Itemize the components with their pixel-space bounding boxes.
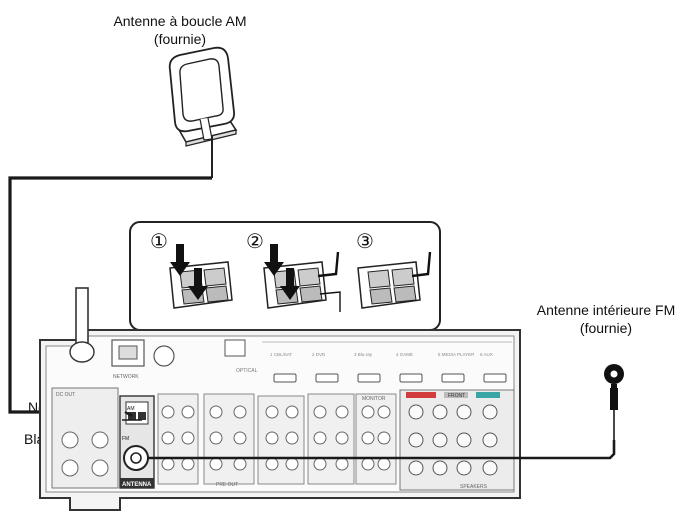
speaker-terminal xyxy=(456,460,472,476)
rca-jack xyxy=(285,457,299,471)
antenna-block-label: ANTENNA xyxy=(122,482,152,488)
rca-jack xyxy=(313,431,327,445)
hdmi-input-label: 4 GAME xyxy=(396,352,413,357)
hdmi-port xyxy=(483,373,507,383)
rca-jack xyxy=(265,431,279,445)
am-terminal-label: AM xyxy=(127,406,135,412)
rca-jack xyxy=(377,405,391,419)
hdmi-port xyxy=(399,373,423,383)
speaker-terminal xyxy=(482,404,498,420)
hdmi-input-label: 2 DVD xyxy=(312,352,326,357)
rca-jack xyxy=(209,431,223,445)
rca-jack xyxy=(233,405,247,419)
speaker-terminal xyxy=(408,460,424,476)
rca-jack xyxy=(285,431,299,445)
rca-jack xyxy=(209,405,223,419)
hdmi-port xyxy=(273,373,297,383)
speaker-terminal xyxy=(482,432,498,448)
hdmi-input-label: 5 MEDIA PLAYER xyxy=(438,352,475,357)
am-antenna-title: Antenne à boucle AM xyxy=(113,13,247,29)
step-3-terminal-illustration xyxy=(357,251,432,309)
speakers-label: SPEAKERS xyxy=(460,484,488,490)
rca-jack xyxy=(233,457,247,471)
hdmi-input-label: 1 CBL/SAT xyxy=(270,352,292,357)
rca-jack xyxy=(335,457,349,471)
step-2-number: ② xyxy=(246,231,264,253)
optical-label: OPTICAL xyxy=(236,368,258,374)
rca-jack xyxy=(265,457,279,471)
step-2-terminal-illustration xyxy=(263,244,341,312)
rca-jack xyxy=(313,457,327,471)
rca-jack xyxy=(377,431,391,445)
step-3-number: ③ xyxy=(356,231,374,253)
rca-jack xyxy=(233,431,247,445)
front-label: FRONT xyxy=(448,393,465,399)
rca-jack xyxy=(377,457,391,471)
rca-jack xyxy=(161,431,175,445)
speaker-terminal xyxy=(456,432,472,448)
hdmi-port xyxy=(315,373,339,383)
speaker-terminal xyxy=(408,432,424,448)
rca-jack xyxy=(361,431,375,445)
fm-antenna-subtitle: (fournie) xyxy=(579,320,633,336)
rca-jack xyxy=(181,405,195,419)
speaker-terminal xyxy=(408,404,424,420)
am-antenna-subtitle: (fournie) xyxy=(153,31,207,47)
fm-terminal-label: FM xyxy=(122,436,129,442)
analog-jacks xyxy=(161,404,498,476)
speaker-terminal xyxy=(482,460,498,476)
speaker-terminal xyxy=(456,404,472,420)
speaker-terminal xyxy=(432,432,448,448)
rca-jack xyxy=(361,457,375,471)
rca-jack xyxy=(161,457,175,471)
am-antenna-caption: Antenne à boucle AM (fournie) xyxy=(80,12,280,48)
speaker-terminal xyxy=(432,404,448,420)
step-1-terminal-illustration xyxy=(169,244,233,309)
hdmi-input-label: 6 AUX xyxy=(480,352,493,357)
fm-indoor-antenna xyxy=(148,364,624,460)
pre-out-label: PRE OUT xyxy=(216,482,238,488)
rca-jack xyxy=(209,457,223,471)
rca-jack xyxy=(181,457,195,471)
fm-antenna-title: Antenne intérieure FM xyxy=(536,302,676,318)
rca-jack xyxy=(313,405,327,419)
am-loop-antenna xyxy=(168,46,238,178)
speaker-terminal xyxy=(432,460,448,476)
rca-jack xyxy=(335,405,349,419)
rca-jack xyxy=(265,405,279,419)
hdmi-port xyxy=(357,373,381,383)
rca-jack xyxy=(361,405,375,419)
step-1-number: ① xyxy=(150,231,168,253)
rca-jack xyxy=(285,405,299,419)
rca-jack xyxy=(335,431,349,445)
dc-out-label: DC OUT xyxy=(56,392,75,398)
monitor-label: MONITOR xyxy=(362,396,386,402)
network-port-label: NETWORK xyxy=(113,374,139,380)
fm-antenna-caption: Antenne intérieure FM (fournie) xyxy=(520,301,692,337)
rca-jack xyxy=(181,431,195,445)
rca-jack xyxy=(161,405,175,419)
hdmi-input-row: 1 CBL/SAT 2 DVD 3 Blu-ray 4 GAME 5 MEDIA PLA… xyxy=(270,352,507,383)
hdmi-input-label: 3 Blu-ray xyxy=(354,352,373,357)
hdmi-port xyxy=(441,373,465,383)
